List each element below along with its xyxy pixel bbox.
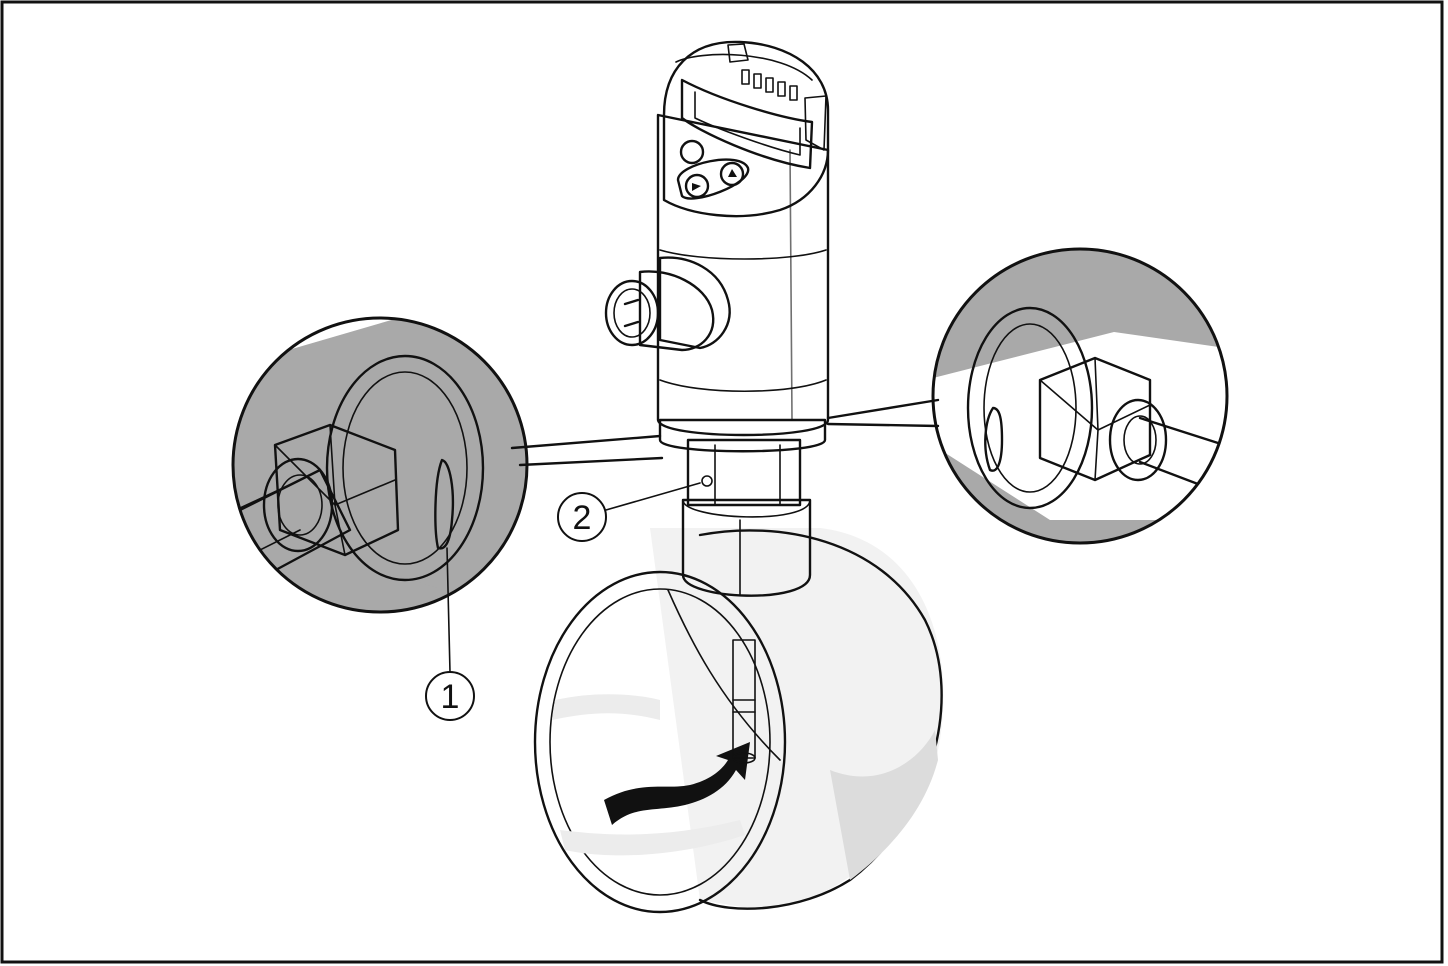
down-button-icon [684, 173, 710, 199]
sensor-unit [604, 40, 830, 764]
callout-1-label: 1 [441, 678, 460, 716]
pipe [533, 528, 944, 914]
callout-2-label: 2 [573, 499, 592, 537]
leader-line-right-bottom [826, 422, 940, 428]
m12-connector [604, 256, 731, 352]
callout-1: 1 [425, 547, 475, 721]
leader-line-right-top [826, 398, 940, 420]
callout-2: 2 [557, 482, 701, 542]
flow-arrow-icon [604, 742, 750, 825]
up-button-icon [719, 161, 745, 187]
leakage-hole [701, 475, 713, 487]
detail-view-left [231, 316, 529, 614]
leader-line-left-bottom [518, 456, 664, 467]
enter-button-icon [679, 139, 705, 165]
leader-line-left-top [510, 434, 662, 450]
